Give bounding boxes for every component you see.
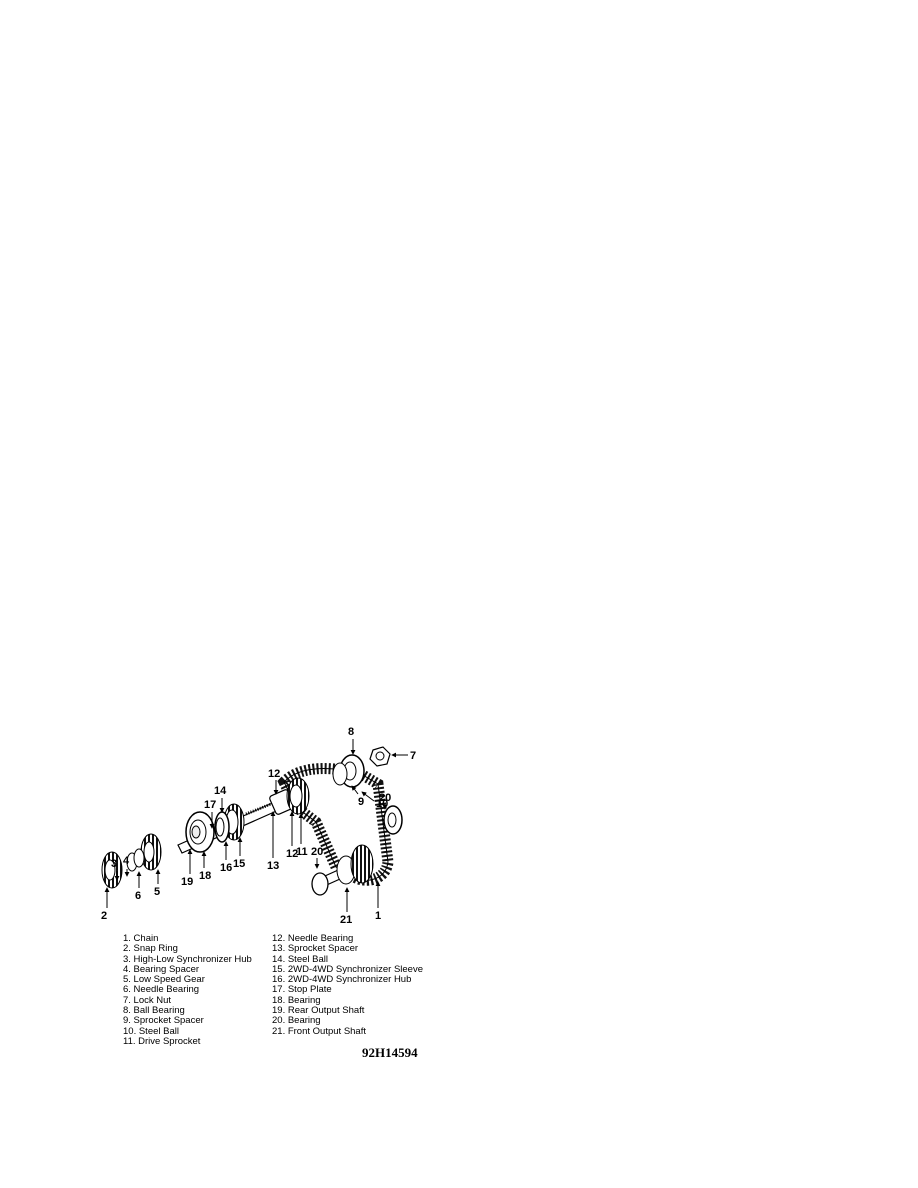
legend-item: 19. Rear Output Shaft [272, 1005, 365, 1017]
parts-illustration: 2 3 4 6 5 19 18 16 15 17 14 13 12 12 11 … [101, 726, 416, 926]
callout-13: 13 [267, 860, 279, 872]
callout-19: 19 [181, 876, 193, 888]
legend-item: 6. Needle Bearing [123, 984, 200, 996]
legend-item: 20. Bearing [272, 1015, 321, 1027]
callout-6: 6 [135, 890, 141, 902]
legend-item: 14. Steel Ball [272, 953, 328, 965]
callout-9: 9 [358, 796, 364, 808]
callout-11: 11 [296, 846, 308, 858]
callout-20b: 20 [311, 846, 323, 858]
synchronizer-hub [214, 811, 230, 843]
legend-item: 13. Sprocket Spacer [272, 943, 359, 955]
callout-18: 18 [199, 870, 211, 882]
legend-item: 5. Low Speed Gear [123, 974, 205, 986]
drive-sprocket [286, 777, 310, 815]
legend-item: 11. Drive Sprocket [123, 1035, 201, 1047]
low-speed-gear [140, 833, 162, 871]
leader-lines [104, 739, 408, 912]
callout-17: 17 [204, 799, 216, 811]
exploded-parts-diagram: 2 3 4 6 5 19 18 16 15 17 14 13 12 12 11 … [96, 712, 436, 1068]
callout-14: 14 [214, 785, 227, 797]
legend-item: 1. Chain [123, 933, 159, 944]
legend-item: 2. Snap Ring [123, 943, 178, 955]
legend-left-column: 1. Chain 2. Snap Ring 3. High-Low Synchr… [123, 933, 252, 1047]
legend-item: 3. High-Low Synchronizer Hub [123, 953, 252, 965]
ball-bearing [332, 754, 365, 788]
callout-1: 1 [375, 910, 381, 922]
legend-item: 8. Ball Bearing [123, 1005, 185, 1017]
front-output-shaft [311, 844, 374, 896]
legend-item: 10. Steel Ball [123, 1025, 179, 1037]
callout-21: 21 [340, 914, 352, 926]
callout-10: 10 [376, 798, 388, 810]
legend-item: 17. Stop Plate [272, 984, 332, 996]
legend-item: 12. Needle Bearing [272, 933, 354, 944]
legend-item: 15. 2WD-4WD Synchronizer Sleeve [272, 963, 423, 975]
callout-2: 2 [101, 910, 107, 922]
callout-20a: 20 [379, 792, 391, 804]
callout-8: 8 [348, 726, 354, 738]
bearing-spacer [126, 848, 145, 872]
rear-bearing [185, 811, 215, 853]
lock-nut [369, 746, 391, 767]
callout-labels: 2 3 4 6 5 19 18 16 15 17 14 13 12 12 11 … [101, 726, 416, 926]
legend-item: 21. Front Output Shaft [272, 1025, 366, 1037]
legend-item: 4. Bearing Spacer [123, 963, 200, 975]
callout-3: 3 [111, 858, 117, 870]
figure-id: 92H14594 [362, 1045, 418, 1060]
callout-12b: 12 [286, 848, 298, 860]
legend-item: 18. Bearing [272, 994, 321, 1006]
legend-item: 9. Sprocket Spacer [123, 1015, 204, 1027]
callout-12a: 12 [268, 768, 280, 780]
front-bearing [383, 805, 403, 835]
legend-right-column: 12. Needle Bearing 13. Sprocket Spacer 1… [272, 933, 423, 1037]
callout-5: 5 [154, 886, 160, 898]
callout-7: 7 [410, 750, 416, 762]
callout-4: 4 [123, 855, 130, 867]
legend-item: 16. 2WD-4WD Synchronizer Hub [272, 974, 412, 986]
callout-15: 15 [233, 858, 245, 870]
callout-16: 16 [220, 862, 232, 874]
legend-item: 7. Lock Nut [123, 994, 172, 1006]
